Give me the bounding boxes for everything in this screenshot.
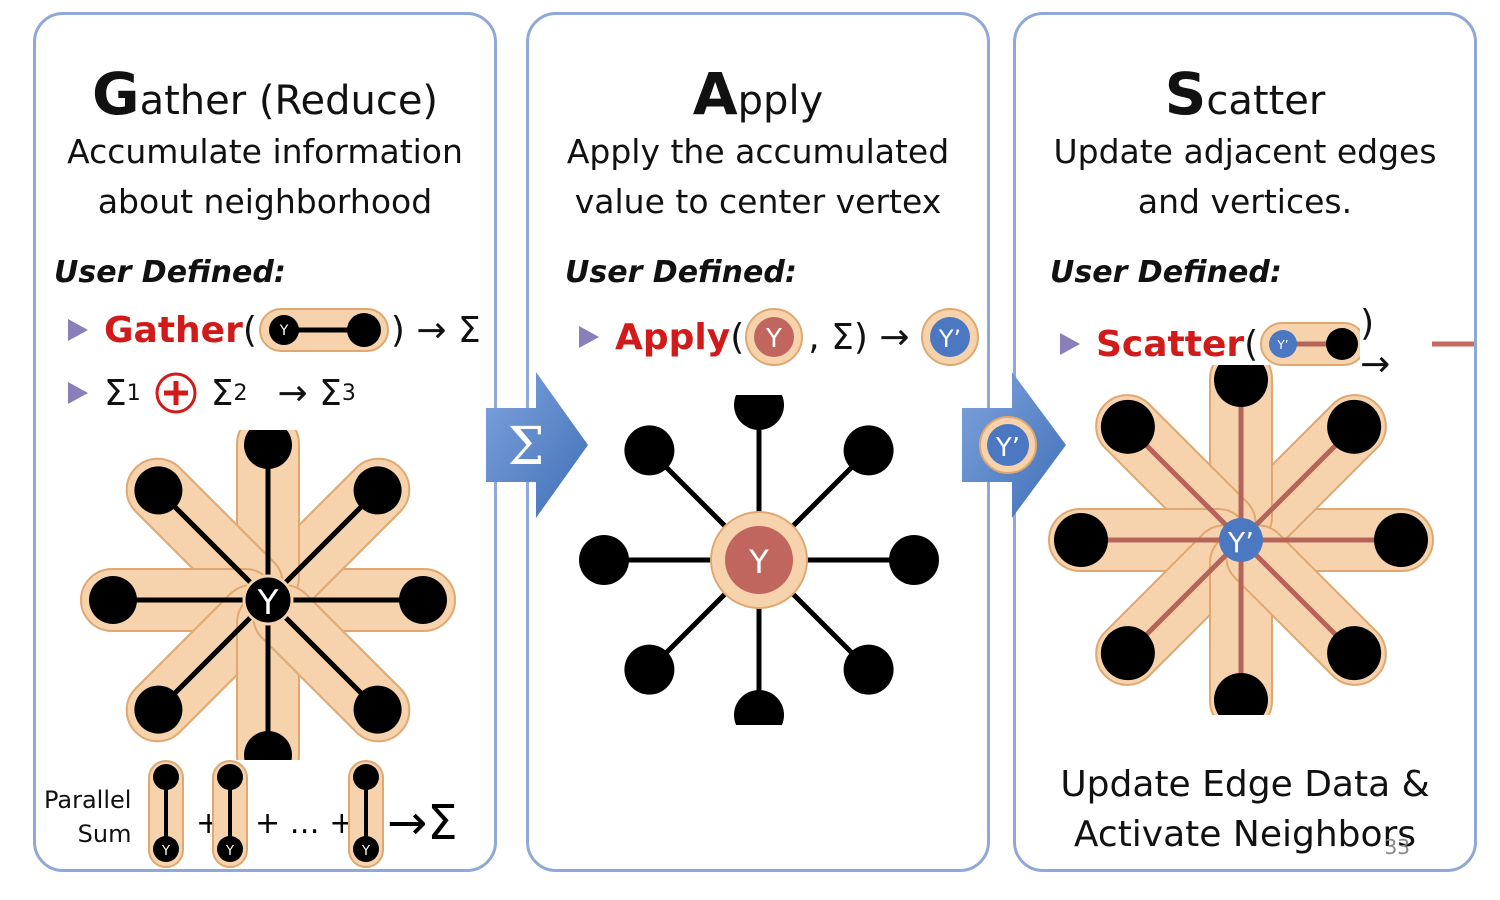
- neighbor-vertex: [579, 535, 629, 585]
- plus-ellipsis: + … +: [255, 806, 354, 841]
- svg-text:Y’: Y’: [937, 325, 960, 353]
- scatter-center-vertex: Y’: [1227, 526, 1254, 559]
- bullet-triangle-icon: [579, 326, 599, 348]
- neighbor-vertex: [889, 535, 939, 585]
- apply-description: Apply the accumulated value to center ve…: [566, 132, 950, 221]
- neighbor-vertex: [1100, 626, 1155, 681]
- neighbor-vertex: [843, 644, 894, 695]
- edge-y-prime-to-neighbor-icon: Y’: [1260, 322, 1361, 366]
- bullet-triangle-icon: [1060, 333, 1080, 355]
- neighbor-vertex: [134, 685, 183, 734]
- neighbor-vertex: [353, 466, 402, 515]
- vertex-y-prime-icon: Y’: [920, 308, 979, 366]
- parallel-edge-2: Y: [212, 760, 248, 868]
- updated-edge-icon: [1431, 341, 1474, 347]
- parallel-edge-1: Y: [148, 760, 184, 868]
- gather-panel: Gather (Reduce) Accumulate information a…: [33, 12, 497, 872]
- scatter-description: Update adjacent edges and vertices.: [1053, 132, 1437, 221]
- neighbor-vertex: [353, 685, 402, 734]
- neighbor-vertex: [244, 430, 292, 469]
- apply-rule-function: Apply( Y , Σ) → Y’: [579, 307, 980, 367]
- neighbor-vertex: [1214, 673, 1268, 715]
- gather-center-vertex: Y: [257, 583, 279, 623]
- svg-text:Y: Y: [765, 324, 782, 354]
- parallel-edge-n: Y: [348, 760, 384, 868]
- parallel-sum-label: Parallel Sum: [44, 786, 132, 848]
- neighbor-vertex: [134, 466, 183, 515]
- graph-edge: [156, 488, 270, 602]
- scatter-star-graph: Y’: [1048, 365, 1434, 715]
- gather-rule-function: Gather( Y ) → Σ: [68, 305, 481, 355]
- neighbor-vertex: [1327, 626, 1382, 681]
- neighbor-vertex: [734, 690, 784, 725]
- neighbor-vertex: [624, 644, 675, 695]
- svg-text:Y: Y: [225, 844, 234, 859]
- edge-y-to-neighbor-icon: Y: [258, 308, 389, 352]
- apply-panel: Apply Apply the accumulated value to cen…: [526, 12, 990, 872]
- graph-edge: [266, 598, 380, 712]
- svg-text:Y’: Y’: [995, 433, 1020, 463]
- circled-plus-icon: [155, 372, 197, 414]
- scatter-user-defined-label: User Defined:: [1050, 255, 1282, 290]
- graph-edge: [156, 598, 270, 712]
- vertex-y-icon: Y: [745, 308, 804, 366]
- neighbor-vertex: [734, 395, 784, 430]
- scatter-rule-function: Scatter( Y’ ) →: [1060, 303, 1474, 385]
- svg-text:Σ: Σ: [508, 417, 545, 477]
- apply-center-vertex: Y: [748, 543, 769, 581]
- bullet-triangle-icon: [68, 382, 88, 404]
- svg-text:Y: Y: [279, 323, 289, 339]
- neighbor-vertex: [1327, 399, 1382, 454]
- sum-result: →Σ: [387, 795, 458, 851]
- apply-user-defined-label: User Defined:: [565, 255, 797, 290]
- svg-text:Y: Y: [161, 844, 170, 859]
- neighbor-vertex: [1214, 365, 1268, 407]
- neighbor-vertex: [244, 731, 292, 760]
- gather-user-defined-label: User Defined:: [54, 255, 286, 290]
- neighbor-vertex: [399, 576, 447, 624]
- neighbor-vertex: [1374, 513, 1428, 567]
- bullet-triangle-icon: [68, 319, 88, 341]
- gather-description: Accumulate information about neighborhoo…: [67, 132, 463, 221]
- neighbor-vertex: [89, 576, 137, 624]
- gather-star-graph: Y: [80, 430, 456, 760]
- apply-star-graph: Y: [579, 395, 939, 725]
- y-prime-flow-arrow: Y’: [962, 372, 1066, 518]
- gather-title: Gather (Reduce): [91, 60, 439, 128]
- sum-flow-arrow: Σ: [486, 372, 588, 518]
- parallel-sum-diagram: Y + Y + … + Y →Σ: [148, 760, 458, 868]
- svg-text:Y’: Y’: [1277, 338, 1289, 352]
- scatter-title: Scatter: [1164, 60, 1326, 128]
- neighbor-vertex: [1054, 513, 1108, 567]
- scatter-panel: Scatter Update adjacent edges and vertic…: [1013, 12, 1477, 872]
- page-number: 33: [1384, 835, 1410, 859]
- graph-edge: [266, 488, 380, 602]
- neighbor-vertex: [624, 425, 675, 476]
- neighbor-vertex: [1100, 399, 1155, 454]
- svg-text:Y: Y: [361, 844, 370, 859]
- neighbor-vertex: [843, 425, 894, 476]
- scatter-bottom-note: Update Edge Data & Activate Neighbors: [1060, 764, 1430, 855]
- apply-title: Apply: [692, 60, 824, 128]
